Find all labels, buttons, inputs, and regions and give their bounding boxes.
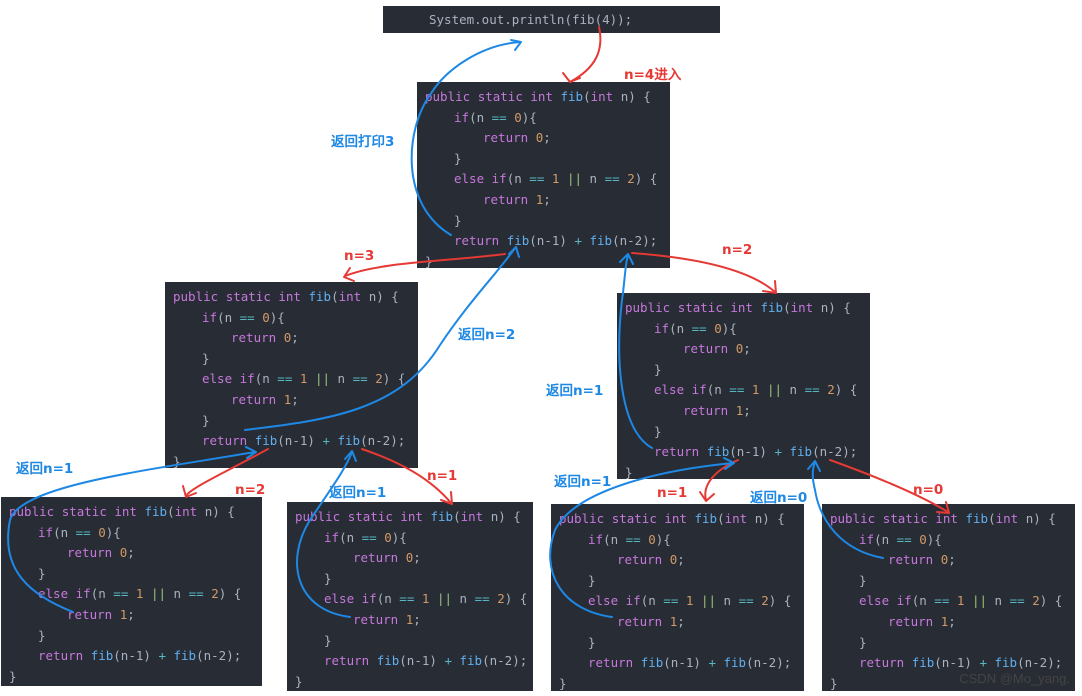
code-line-signature: public static int fib(int n) { [9, 504, 235, 519]
code-line-else-if: else if(n == 1 || n == 2) { [324, 591, 528, 607]
code-line-close-method: } [559, 675, 567, 691]
code-line-return-1: return 1; [683, 402, 751, 418]
code-line-close-if: } [588, 572, 596, 588]
watermark: CSDN @Mo_yang. [959, 671, 1070, 686]
code-line-return-0: return 0; [353, 550, 421, 566]
code-line-if: if(n == 0){ [202, 309, 285, 325]
code-line-return-0: return 0; [67, 545, 135, 561]
code-line-close-if: } [324, 570, 332, 586]
code-line-else-if: else if(n == 1 || n == 2) { [454, 171, 658, 187]
code-line-close-method: } [173, 453, 181, 469]
code-line-close-else: } [859, 634, 867, 650]
label-return-n-2: 返回n=2 [458, 327, 516, 343]
code-line-return-0: return 0; [231, 330, 299, 346]
code-line-signature: public static int fib(int n) { [830, 511, 1056, 526]
code-line-return-1: return 1; [888, 613, 956, 629]
arrowhead-icon [182, 485, 197, 498]
arrowhead-icon [762, 280, 777, 294]
code-line-close-else: } [654, 423, 662, 439]
label-n-2-top: n=2 [722, 242, 753, 258]
code-line-close-if: } [202, 350, 210, 366]
code-line-close-else: } [38, 627, 46, 643]
code-line-signature: public static int fib(int n) { [559, 511, 785, 526]
code-line-close-else: } [588, 634, 596, 650]
code-line-return-recursive: return fib(n-1) + fib(n-2); [324, 653, 528, 669]
code-line-return-recursive: return fib(n-1) + fib(n-2); [454, 233, 658, 249]
code-line-else-if: else if(n == 1 || n == 2) { [38, 586, 242, 602]
arrowhead-icon [699, 491, 715, 502]
code-line-return-0: return 0; [683, 341, 751, 357]
label-return-n-1-right: 返回n=1 [546, 383, 604, 399]
code-line-return-recursive: return fib(n-1) + fib(n-2); [588, 655, 792, 671]
code-line-else-if: else if(n == 1 || n == 2) { [859, 593, 1063, 609]
code-line-return-1: return 1; [353, 611, 421, 627]
code-line-close-else: } [202, 412, 210, 428]
code-line-else-if: else if(n == 1 || n == 2) { [588, 593, 792, 609]
code-line-signature: public static int fib(int n) { [173, 289, 399, 304]
code-line-signature: public static int fib(int n) { [625, 300, 851, 315]
label-n-1-right: n=1 [657, 485, 688, 501]
label-return-print-3: 返回打印3 [331, 134, 395, 150]
fib-panel-n1-right: public static int fib(int n) { if(n == 0… [551, 504, 804, 691]
code-line-return-1: return 1; [231, 391, 299, 407]
arrowhead-icon [343, 267, 355, 282]
code-line-return-recursive: return fib(n-1) + fib(n-2); [859, 655, 1063, 671]
top-call-box: System.out.println(fib(4)); [383, 6, 720, 33]
code-line-close-method: } [830, 675, 838, 691]
label-n-3: n=3 [344, 248, 375, 264]
call-arrow-fib4 [569, 26, 602, 83]
arrowhead-icon [510, 39, 522, 51]
code-line-else-if: else if(n == 1 || n == 2) { [202, 371, 406, 387]
fib-panel-n4: public static int fib(int n) { if(n == 0… [417, 82, 670, 269]
code-line-close-if: } [38, 565, 46, 581]
code-line-close-method: } [425, 253, 433, 269]
code-line-if: if(n == 0){ [588, 531, 671, 547]
label-return-n-1-midright: 返回n=1 [554, 474, 612, 490]
code-line-return-1: return 1; [617, 613, 685, 629]
code-line-return-0: return 0; [617, 552, 685, 568]
code-line-if: if(n == 0){ [859, 531, 942, 547]
code-line-close-if: } [859, 572, 867, 588]
code-line-if: if(n == 0){ [454, 109, 537, 125]
code-line-else-if: else if(n == 1 || n == 2) { [654, 382, 858, 398]
code-line-close-else: } [454, 212, 462, 228]
label-n-1-left: n=1 [427, 468, 458, 484]
code-line-if: if(n == 0){ [654, 320, 737, 336]
code-line-return-recursive: return fib(n-1) + fib(n-2); [38, 648, 242, 664]
code-line-return-1: return 1; [67, 606, 135, 622]
code-line-return-0: return 0; [888, 552, 956, 568]
fib-panel-n0: public static int fib(int n) { if(n == 0… [822, 504, 1075, 691]
code-line-close-if: } [654, 361, 662, 377]
label-n-2-left: n=2 [235, 482, 266, 498]
code-line-return-0: return 0; [483, 130, 551, 146]
fib-panel-n1-left: public static int fib(int n) { if(n == 0… [287, 502, 533, 691]
top-call-code: System.out.println(fib(4)); [429, 12, 633, 27]
code-line-if: if(n == 0){ [324, 529, 407, 545]
label-return-n-1-far-left: 返回n=1 [16, 461, 74, 477]
fib-panel-n3: public static int fib(int n) { if(n == 0… [165, 282, 418, 469]
code-line-return-recursive: return fib(n-1) + fib(n-2); [202, 433, 406, 449]
code-line-close-else: } [324, 632, 332, 648]
fib-panel-n2-right: public static int fib(int n) { if(n == 0… [617, 293, 870, 480]
code-line-close-method: } [9, 668, 17, 684]
code-line-close-method: } [625, 464, 633, 480]
label-enter-4: n=4进入 [624, 67, 682, 83]
arrowhead-icon [562, 72, 581, 83]
code-line-close-if: } [454, 150, 462, 166]
label-return-n-0: 返回n=0 [750, 490, 808, 506]
code-line-return-1: return 1; [483, 191, 551, 207]
label-return-n-1-mid: 返回n=1 [329, 485, 387, 501]
code-line-signature: public static int fib(int n) { [425, 89, 651, 104]
code-line-close-method: } [295, 673, 303, 689]
code-line-signature: public static int fib(int n) { [295, 509, 521, 524]
code-line-if: if(n == 0){ [38, 524, 121, 540]
code-line-return-recursive: return fib(n-1) + fib(n-2); [654, 444, 858, 460]
fib-panel-n2-left: public static int fib(int n) { if(n == 0… [1, 497, 262, 686]
label-n-0: n=0 [913, 482, 944, 498]
